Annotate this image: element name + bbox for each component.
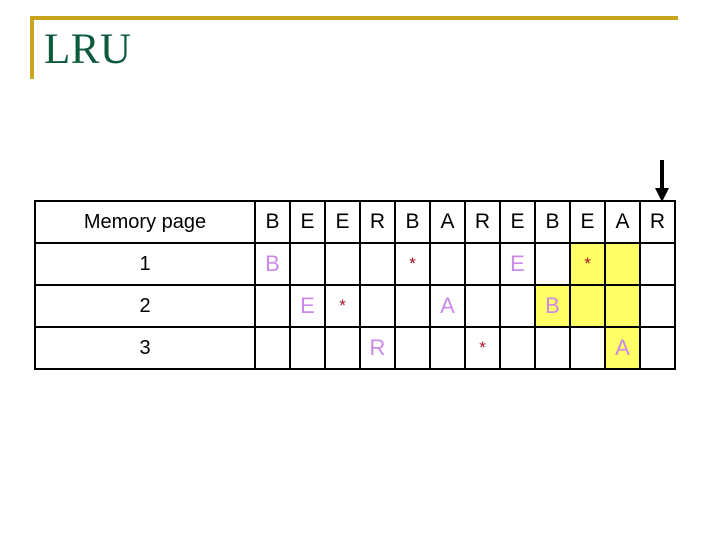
frame-2-slot-9: B <box>534 284 571 328</box>
sequence-cell-4: R <box>359 200 396 244</box>
frame-2-slot-8 <box>499 284 536 328</box>
frame-2-slot-5 <box>394 284 431 328</box>
sequence-cell-2: E <box>289 200 326 244</box>
frame-1-slot-10: * <box>569 242 606 286</box>
frame-3-slot-4: R <box>359 326 396 370</box>
frame-1-slot-1: B <box>254 242 291 286</box>
frame-3-slot-1 <box>254 326 291 370</box>
frame-3-slot-11: A <box>604 326 641 370</box>
frame-1-slot-11 <box>604 242 641 286</box>
sequence-cell-12: R <box>639 200 676 244</box>
frame-3-slot-12 <box>639 326 676 370</box>
frame-3-slot-10 <box>569 326 606 370</box>
title-rule-left <box>30 16 34 79</box>
table-row: 3 R * A <box>34 326 676 370</box>
frame-2-slot-6: A <box>429 284 466 328</box>
frame-1-slot-12 <box>639 242 676 286</box>
frame-1-slot-4 <box>359 242 396 286</box>
frame-2-slot-7 <box>464 284 501 328</box>
table-header-row: Memory page B E E R B A R E B E A R <box>34 200 676 244</box>
sequence-cell-9: B <box>534 200 571 244</box>
frame-2-slot-2: E <box>289 284 326 328</box>
frame-2-slot-1 <box>254 284 291 328</box>
sequence-cell-11: A <box>604 200 641 244</box>
frame-1-slot-6 <box>429 242 466 286</box>
memory-page-header: Memory page <box>34 200 256 244</box>
frame-label-2: 2 <box>34 284 256 328</box>
frame-3-slot-9 <box>534 326 571 370</box>
sequence-cell-10: E <box>569 200 606 244</box>
frame-3-slot-5 <box>394 326 431 370</box>
frame-2-slot-11 <box>604 284 641 328</box>
frame-3-slot-8 <box>499 326 536 370</box>
frame-2-slot-4 <box>359 284 396 328</box>
sequence-cell-7: R <box>464 200 501 244</box>
frame-2-slot-10 <box>569 284 606 328</box>
frame-3-slot-2 <box>289 326 326 370</box>
frame-2-slot-3: * <box>324 284 361 328</box>
frame-3-slot-3 <box>324 326 361 370</box>
frame-1-slot-2 <box>289 242 326 286</box>
frame-2-slot-12 <box>639 284 676 328</box>
frame-label-3: 3 <box>34 326 256 370</box>
sequence-cell-1: B <box>254 200 291 244</box>
frame-1-slot-7 <box>464 242 501 286</box>
frame-1-slot-8: E <box>499 242 536 286</box>
title-rule-top <box>30 16 678 20</box>
frame-1-slot-9 <box>534 242 571 286</box>
table-head: Memory page B E E R B A R E B E A R <box>34 200 676 244</box>
frame-label-1: 1 <box>34 242 256 286</box>
sequence-cell-3: E <box>324 200 361 244</box>
sequence-cell-8: E <box>499 200 536 244</box>
frame-1-slot-3 <box>324 242 361 286</box>
down-arrow-icon <box>655 160 669 202</box>
sequence-cell-6: A <box>429 200 466 244</box>
page-title: LRU <box>44 26 132 73</box>
frame-3-slot-6 <box>429 326 466 370</box>
sequence-cell-5: B <box>394 200 431 244</box>
frame-3-slot-7: * <box>464 326 501 370</box>
frame-1-slot-5: * <box>394 242 431 286</box>
